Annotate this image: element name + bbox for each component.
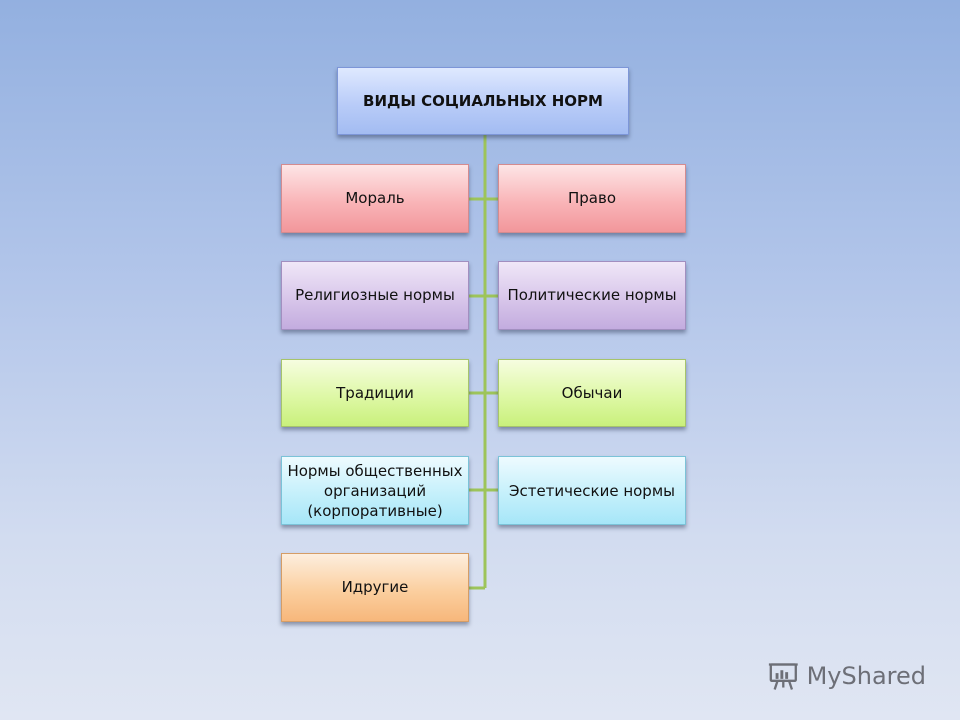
watermark-logo: MyShared	[766, 656, 926, 696]
diagram-title-box: ВИДЫ СОЦИАЛЬНЫХ НОРМ	[337, 67, 629, 135]
node-label: Обычаи	[561, 383, 623, 402]
diagram-title: ВИДЫ СОЦИАЛЬНЫХ НОРМ	[363, 91, 603, 110]
node-religious-norms: Религиозные нормы	[281, 261, 469, 330]
node-label: Мораль	[345, 189, 405, 207]
node-others: Идругие	[281, 553, 469, 622]
node-label: Эстетические нормы	[509, 481, 675, 500]
node-morality: Мораль	[281, 164, 469, 233]
node-corporate-norms: Нормы общественных организаций (корпорат…	[281, 456, 469, 525]
node-label: Право	[567, 189, 616, 207]
node-label: Политические нормы	[507, 286, 677, 304]
node-customs: Обычаи	[498, 359, 686, 427]
node-label: Нормы общественных организаций (корпорат…	[287, 461, 463, 520]
node-traditions: Традиции	[281, 359, 469, 427]
watermark-text: MyShared	[806, 662, 926, 690]
node-label: Традиции	[336, 383, 414, 402]
node-law: Право	[498, 164, 686, 233]
presentation-board-icon	[768, 663, 798, 690]
node-aesthetic-norms: Эстетические нормы	[498, 456, 686, 525]
node-label: Идругие	[341, 578, 409, 596]
node-political-norms: Политические нормы	[498, 261, 686, 330]
node-label: Религиозные нормы	[295, 286, 455, 304]
